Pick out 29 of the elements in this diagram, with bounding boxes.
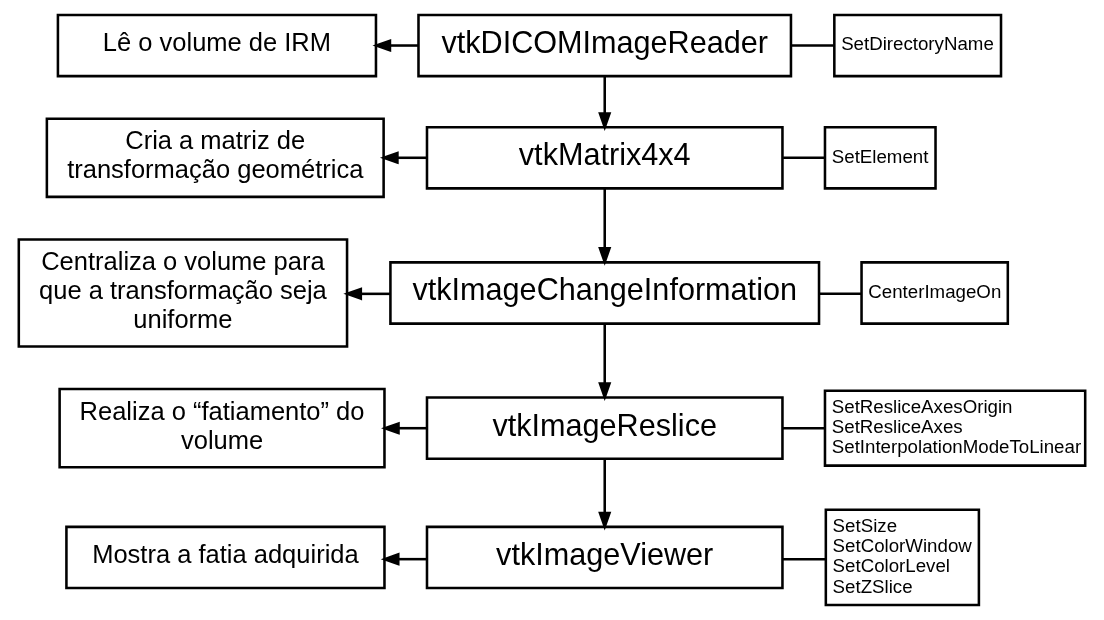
node-box: vtkImageReslice	[425, 396, 784, 461]
arrow	[372, 38, 419, 53]
arrow	[598, 323, 612, 402]
connector	[783, 156, 825, 160]
connector	[819, 292, 862, 296]
node-box: SetElement	[823, 125, 937, 190]
node-box: Lê o volume de IRM	[56, 13, 378, 78]
connector	[782, 557, 826, 561]
arrow	[380, 552, 427, 566]
node-box: SetDirectoryName	[833, 13, 1003, 78]
node-box: vtkMatrix4x4	[425, 125, 784, 190]
arrow	[379, 151, 427, 165]
node-box: Cria a matriz de transformação geométrica	[45, 117, 385, 199]
node-box: Realiza o “fatiamento” do volume	[58, 387, 386, 469]
arrow	[598, 76, 612, 131]
arrow	[343, 287, 391, 301]
arrow	[381, 421, 427, 435]
node-box: SetSize SetColorWindow SetColorLevel SetZSlice	[824, 508, 981, 607]
connector	[782, 426, 825, 430]
node-box: Centraliza o volume para que a transformação seja uniforme	[17, 238, 349, 348]
arrow	[598, 188, 612, 266]
connector	[791, 44, 834, 47]
node-box: vtkDICOMImageReader	[417, 13, 793, 78]
node-box: CenterImageOn	[860, 261, 1010, 325]
node-box: vtkImageChangeInformation	[389, 261, 821, 325]
arrow	[598, 458, 612, 531]
node-box: Mostra a fatia adquirida	[65, 525, 386, 590]
node-box: SetResliceAxesOrigin SetResliceAxes SetInterpolationModeToLinear	[823, 389, 1087, 467]
node-box: vtkImageViewer	[425, 525, 784, 590]
